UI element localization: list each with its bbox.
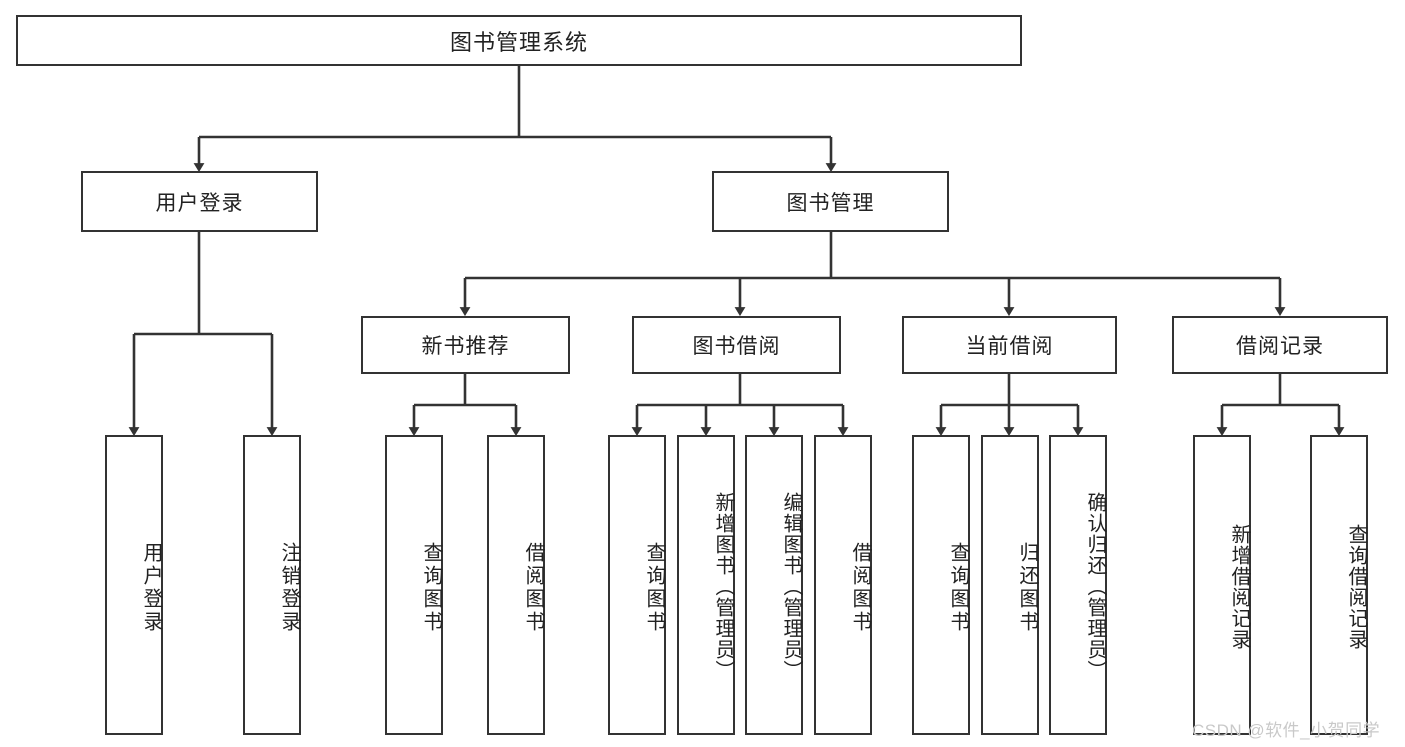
node-leaf-confirm-return-label: 确认归还（管理员） xyxy=(1084,492,1106,681)
node-leaf-logout-label: 注销登录 xyxy=(278,542,300,634)
node-book-manage-label: 图书管理 xyxy=(786,191,875,215)
node-current-borrow-label: 当前借阅 xyxy=(965,335,1054,358)
node-leaf-logout[interactable]: 注销登录 xyxy=(243,435,301,735)
node-leaf-user-login-label: 用户登录 xyxy=(140,542,162,634)
node-book-borrow[interactable]: 图书借阅 xyxy=(632,316,841,374)
node-user-login-label: 用户登录 xyxy=(155,191,244,215)
node-leaf-query-book-3-label: 查询图书 xyxy=(947,542,969,634)
node-leaf-query-book-1[interactable]: 查询图书 xyxy=(385,435,443,735)
node-root[interactable]: 图书管理系统 xyxy=(16,15,1022,66)
csdn-watermark: CSDN @软件_小贺同学 xyxy=(1192,721,1381,740)
node-leaf-borrow-book-1[interactable]: 借阅图书 xyxy=(487,435,545,735)
node-leaf-borrow-book-2[interactable]: 借阅图书 xyxy=(814,435,872,735)
node-leaf-add-record-label: 新增借阅记录 xyxy=(1228,523,1250,650)
node-leaf-borrow-book-1-label: 借阅图书 xyxy=(522,542,544,634)
node-leaf-add-book-label: 新增图书（管理员） xyxy=(712,492,734,681)
node-leaf-query-book-2[interactable]: 查询图书 xyxy=(608,435,666,735)
node-leaf-query-record-label: 查询借阅记录 xyxy=(1345,523,1367,650)
node-leaf-borrow-book-2-label: 借阅图书 xyxy=(849,542,871,634)
node-leaf-edit-book[interactable]: 编辑图书（管理员） xyxy=(745,435,803,735)
node-leaf-add-book[interactable]: 新增图书（管理员） xyxy=(677,435,735,735)
node-leaf-add-record[interactable]: 新增借阅记录 xyxy=(1193,435,1251,735)
node-leaf-return-book[interactable]: 归还图书 xyxy=(981,435,1039,735)
node-borrow-record[interactable]: 借阅记录 xyxy=(1172,316,1388,374)
node-leaf-return-book-label: 归还图书 xyxy=(1016,542,1038,634)
node-user-login[interactable]: 用户登录 xyxy=(81,171,318,232)
node-leaf-query-book-2-label: 查询图书 xyxy=(643,542,665,634)
node-book-manage[interactable]: 图书管理 xyxy=(712,171,949,232)
node-leaf-query-book-1-label: 查询图书 xyxy=(420,542,442,634)
node-borrow-record-label: 借阅记录 xyxy=(1236,335,1324,358)
node-current-borrow[interactable]: 当前借阅 xyxy=(902,316,1117,374)
node-root-label: 图书管理系统 xyxy=(449,29,588,55)
node-new-book-rec[interactable]: 新书推荐 xyxy=(361,316,570,374)
node-leaf-query-book-3[interactable]: 查询图书 xyxy=(912,435,970,735)
node-new-book-rec-label: 新书推荐 xyxy=(421,335,510,358)
node-leaf-user-login[interactable]: 用户登录 xyxy=(105,435,163,735)
node-leaf-edit-book-label: 编辑图书（管理员） xyxy=(780,492,802,681)
node-leaf-query-record[interactable]: 查询借阅记录 xyxy=(1310,435,1368,735)
node-book-borrow-label: 图书借阅 xyxy=(692,335,781,358)
node-leaf-confirm-return[interactable]: 确认归还（管理员） xyxy=(1049,435,1107,735)
